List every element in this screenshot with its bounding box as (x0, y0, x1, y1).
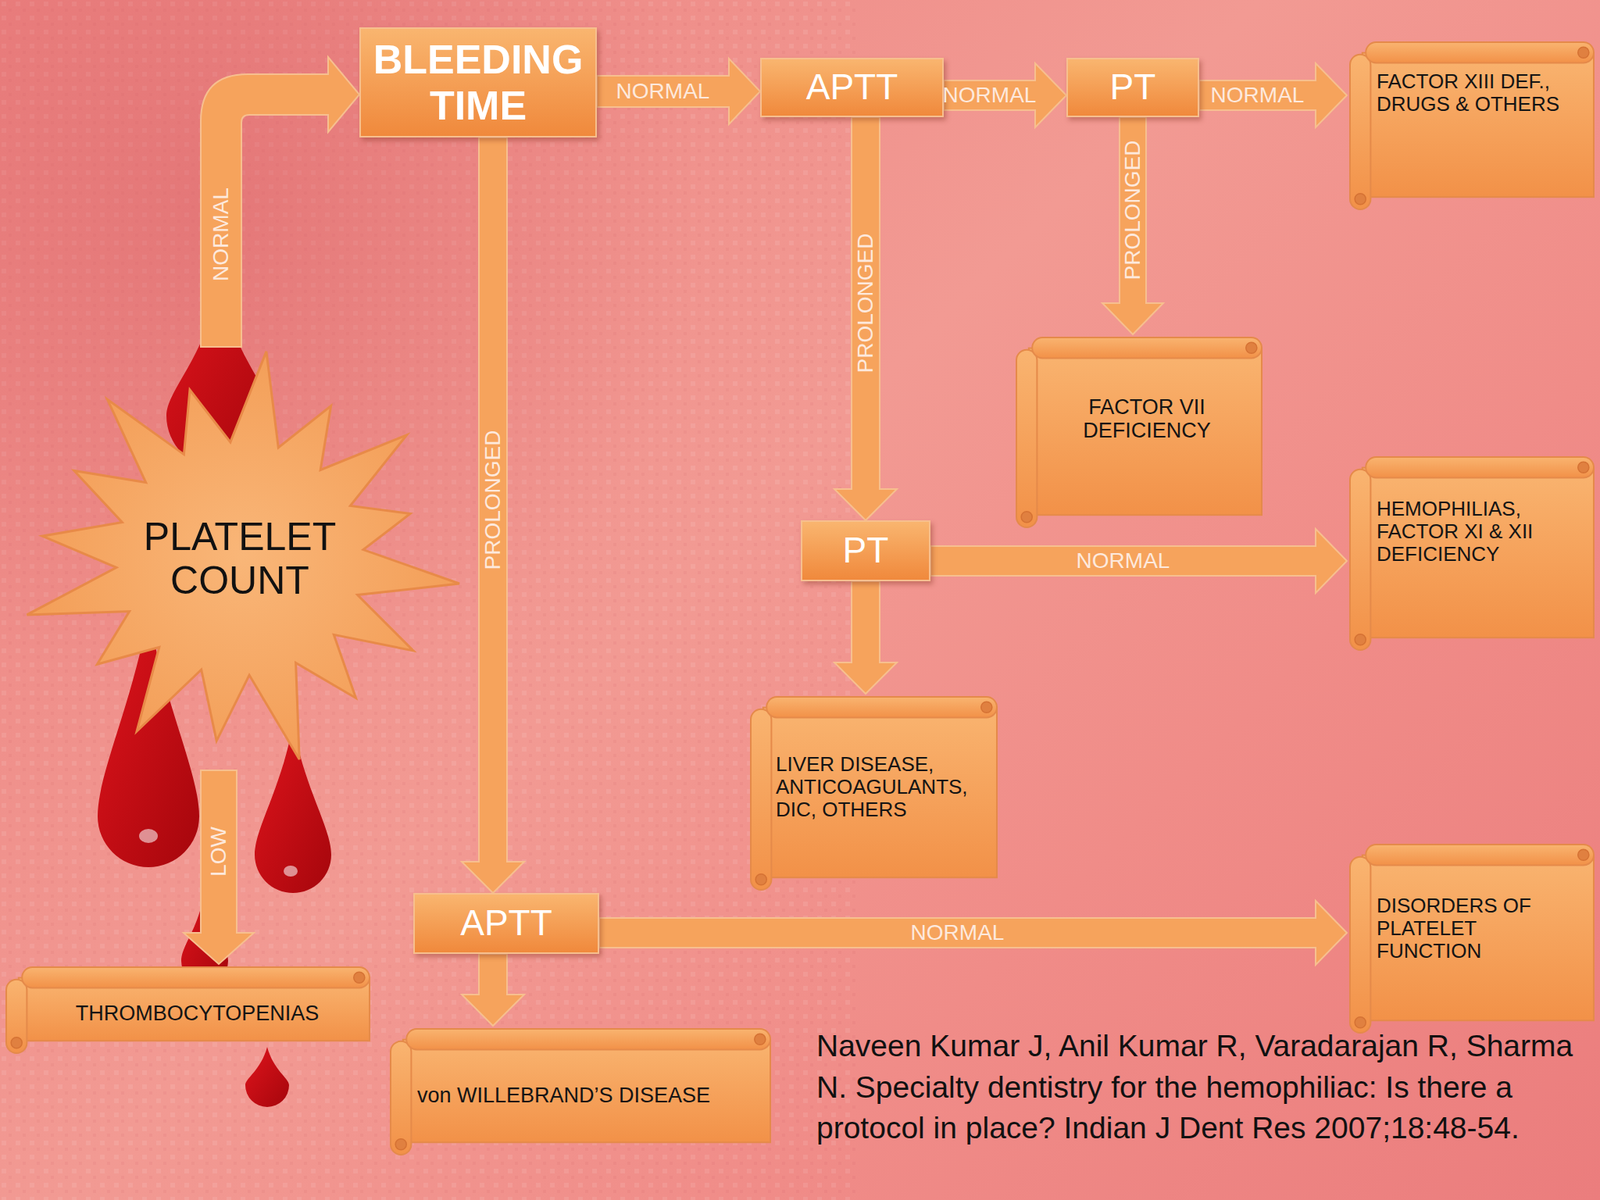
drop-highlight (139, 828, 158, 843)
arrow-label: PROLONGED (853, 233, 879, 374)
start-starburst: PLATELET COUNT (15, 346, 465, 771)
result-scroll: FACTOR VII DEFICIENCY (1013, 334, 1265, 531)
result-scroll: THROMBOCYTOPENIAS (3, 964, 373, 1057)
test-box: BLEEDING TIME (359, 27, 597, 138)
flow-arrow (834, 117, 897, 521)
test-box: APTT (413, 892, 600, 954)
flow-arrow (1102, 117, 1164, 335)
node-text: FACTOR XIII DEF., DRUGS & OTHERS (1376, 70, 1561, 116)
grid-texture (0, 0, 860, 1200)
scroll-roll (1350, 857, 1371, 1033)
node-text: PT (1070, 67, 1196, 108)
scroll-roll (1365, 457, 1594, 478)
scroll-roll (390, 1041, 411, 1155)
arrow-label: NORMAL (1210, 82, 1305, 108)
scroll-body (1362, 53, 1594, 198)
scroll-curl (1354, 1017, 1366, 1029)
test-box: PT (800, 520, 931, 582)
node-text: PLATELET COUNT (122, 514, 358, 603)
scroll-roll (766, 696, 997, 718)
node-text: HEMOPHILIAS, FACTOR XI & XII DEFICIENCY (1376, 497, 1572, 566)
scroll-curl (1578, 46, 1590, 58)
arrow-label: NORMAL (616, 78, 711, 104)
node-text: FACTOR VII DEFICIENCY (1060, 395, 1233, 443)
arrow-label: NORMAL (910, 920, 1005, 946)
scroll-curl (981, 701, 993, 713)
flow-arrow (461, 953, 525, 1026)
scroll-roll (1365, 42, 1594, 63)
node-text: DISORDERS OF PLATELET FUNCTION (1376, 894, 1550, 963)
result-scroll: HEMOPHILIAS, FACTOR XI & XII DEFICIENCY (1346, 453, 1597, 654)
node-text: BLEEDING TIME (364, 36, 592, 128)
blood-drop (245, 1046, 290, 1108)
arrow-label: NORMAL (942, 82, 1037, 108)
scroll-curl (755, 874, 767, 886)
arrow-label: NORMAL (208, 187, 234, 282)
scroll-shape (1346, 39, 1597, 213)
result-scroll: DISORDERS OF PLATELET FUNCTION (1346, 841, 1597, 1036)
scroll-curl (395, 1139, 407, 1150)
node-text: LIVER DISEASE, ANTICOAGULANTS, DIC, OTHE… (775, 753, 991, 822)
scroll-roll (1350, 54, 1371, 210)
flow-arrow (596, 58, 761, 125)
scroll-curl (1354, 193, 1366, 205)
scroll-roll (1350, 469, 1371, 650)
result-scroll: FACTOR XIII DEF., DRUGS & OTHERS (1346, 39, 1597, 213)
result-scroll: LIVER DISEASE, ANTICOAGULANTS, DIC, OTHE… (747, 693, 1000, 893)
scroll-body (403, 1039, 771, 1143)
scroll-roll (406, 1028, 771, 1050)
scroll-curl (1246, 342, 1258, 354)
scroll-roll (1032, 337, 1262, 358)
scroll-body (1362, 855, 1594, 1022)
scroll-roll (1365, 844, 1594, 865)
arrow-label: PROLONGED (480, 429, 506, 570)
arrow-label: NORMAL (1076, 548, 1171, 574)
scroll-roll (750, 709, 772, 890)
node-text: von WILLEBRAND’S DISEASE (417, 1083, 761, 1108)
scroll-curl (754, 1033, 766, 1045)
drop-highlight (283, 865, 298, 877)
flow-arrow (183, 770, 254, 965)
scroll-roll (6, 979, 27, 1054)
reference-note: Naveen Kumar J, Anil Kumar R, Varadaraja… (816, 1025, 1586, 1150)
arrow-label: PROLONGED (1120, 140, 1146, 281)
flow-arrow (1199, 63, 1347, 128)
scroll-curl (1021, 511, 1033, 523)
node-text: APTT (766, 67, 939, 108)
test-box: APTT (760, 57, 944, 118)
scroll-roll (1016, 350, 1037, 528)
scroll-body (763, 707, 997, 879)
test-box: PT (1066, 57, 1200, 118)
scroll-curl (1578, 849, 1590, 861)
scroll-body (1028, 348, 1262, 516)
node-text: THROMBOCYTOPENIAS (33, 1001, 362, 1025)
flow-arrow (930, 528, 1347, 593)
flow-arrow (461, 137, 525, 893)
scroll-curl (1354, 634, 1366, 646)
result-scroll: von WILLEBRAND’S DISEASE (387, 1025, 774, 1158)
node-text: PT (807, 530, 925, 572)
flow-arrow (834, 581, 897, 694)
scroll-curl (353, 971, 365, 983)
node-text: APTT (420, 903, 593, 944)
scroll-roll (21, 967, 370, 988)
scroll-curl (10, 1037, 22, 1049)
flow-arrow (599, 900, 1347, 965)
scroll-curl (1578, 461, 1590, 473)
scroll-body (1362, 467, 1594, 639)
flow-arrow (200, 57, 360, 347)
starburst-outline (27, 351, 461, 760)
arrow-label: LOW (206, 826, 232, 877)
